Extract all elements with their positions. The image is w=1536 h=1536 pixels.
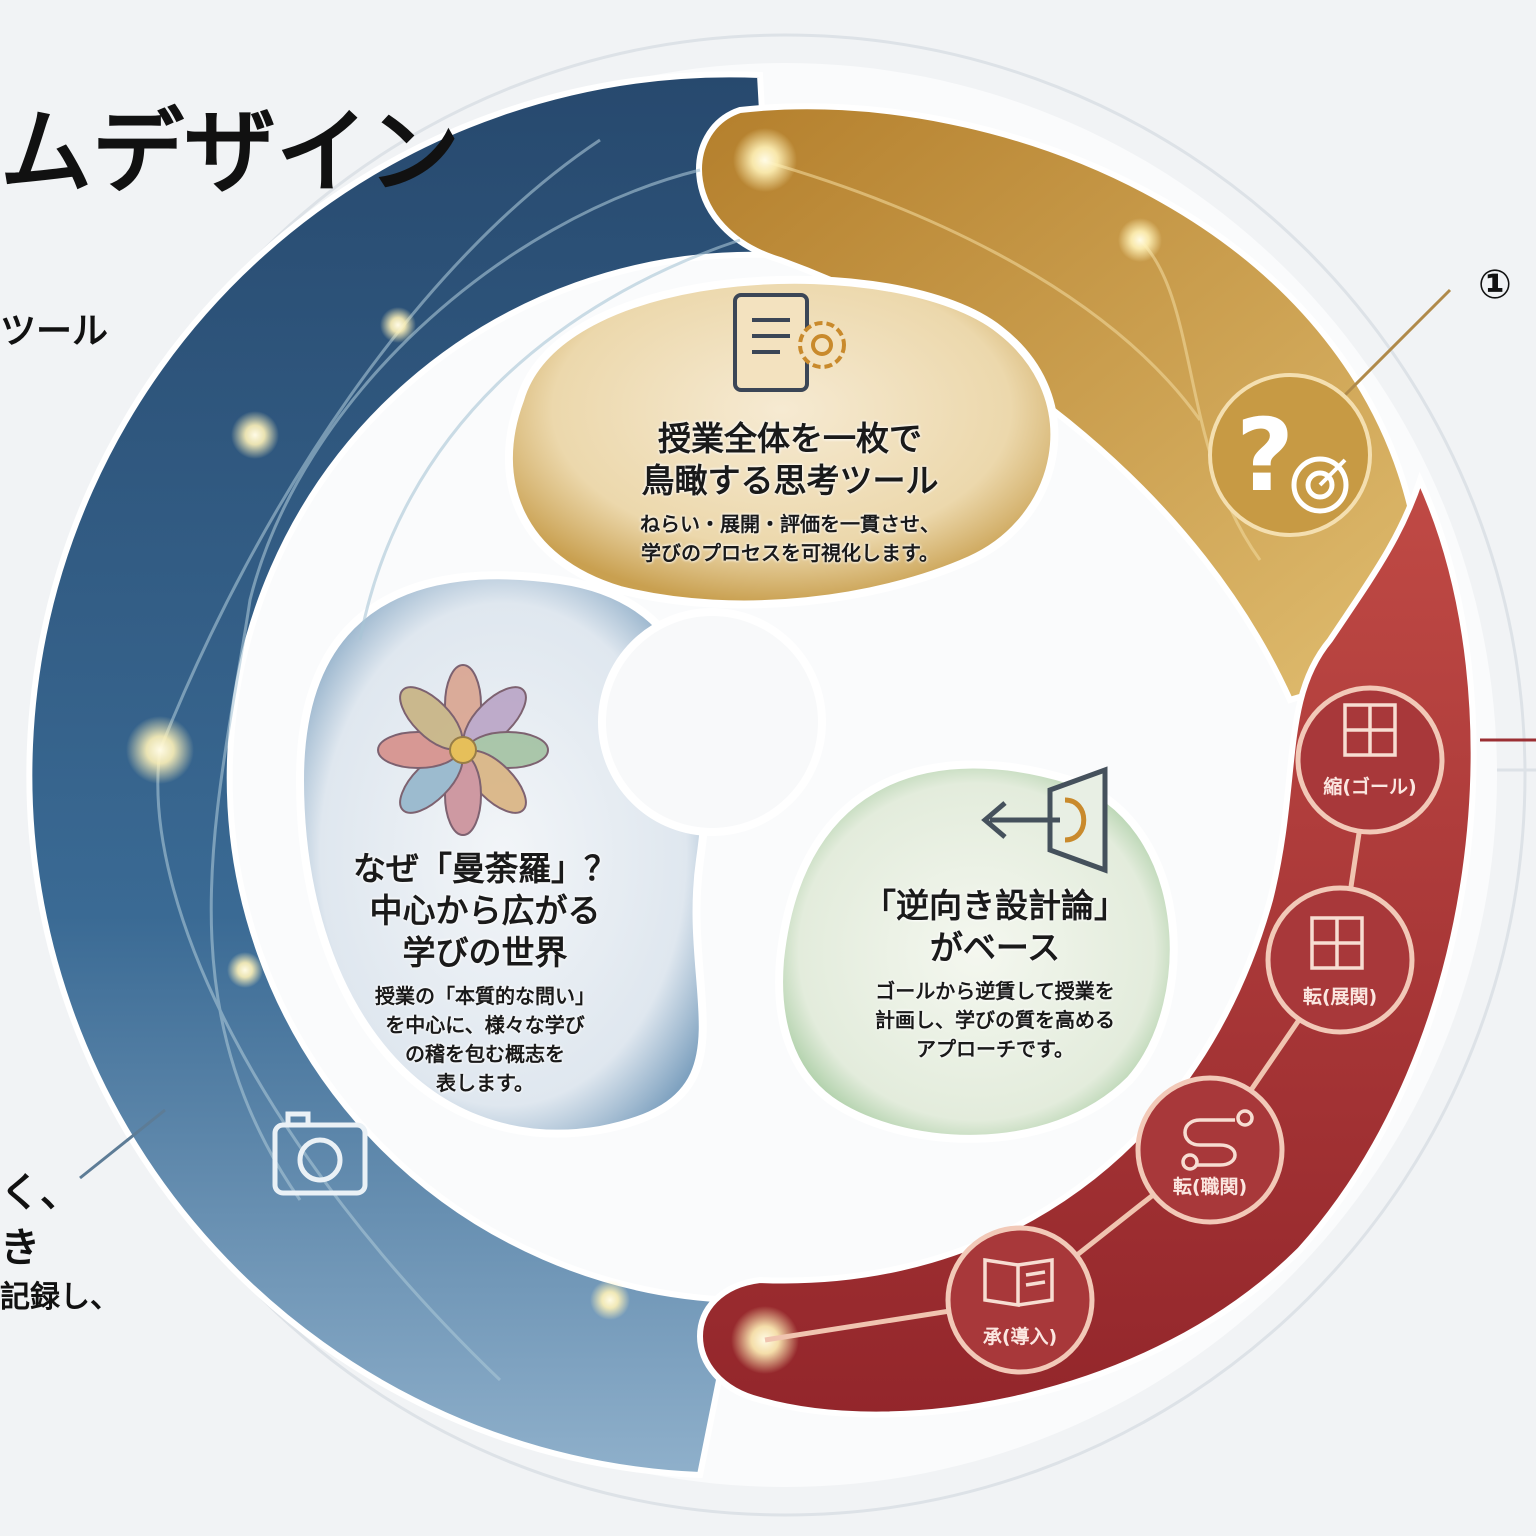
- top-lobe: [504, 275, 1059, 609]
- left-heading-1: なぜ「曼荼羅」？: [353, 849, 617, 888]
- step-label-2: 転(職関): [1172, 1176, 1248, 1198]
- step-label-3: 転(展関): [1302, 986, 1378, 1008]
- right-body-2: 計画し、学びの質を高める: [875, 1008, 1115, 1032]
- left-heading-2: 中心から広がる: [369, 891, 601, 930]
- top-heading-1: 授業全体を一枚で: [658, 419, 922, 458]
- question-target-icon: ?: [1208, 373, 1372, 537]
- step-node-1[interactable]: [945, 1225, 1095, 1375]
- callout-line-3: [79, 1108, 166, 1180]
- glow-dots: [126, 128, 1162, 1374]
- right-heading-1: 「逆向き設計論」: [863, 886, 1127, 925]
- step-label-4: 縮(ゴール): [1323, 776, 1417, 798]
- left-text-line-4: 記録し、: [0, 1280, 120, 1315]
- gold-band: [696, 103, 1423, 704]
- left-text-line-1: ツール: [0, 311, 109, 352]
- top-body-1: ねらい・展開・評価を一貫させ、: [640, 512, 940, 536]
- left-body-1: 授業の「本質的な問い」: [375, 984, 595, 1008]
- page-title: ムデザイン: [0, 99, 461, 206]
- left-body-3: の稽を包む概志を: [405, 1042, 565, 1066]
- red-band: [697, 471, 1477, 1418]
- step-node-4[interactable]: [1295, 685, 1445, 835]
- center-circle: [598, 608, 826, 836]
- step-label-1: 承(導入): [982, 1326, 1058, 1348]
- left-text-line-2: く、: [0, 1170, 80, 1216]
- notebook-gear-icon: [733, 293, 846, 392]
- top-body: ねらい・展開・評価を一貫させ、 学びのプロセスを可視化します。: [580, 510, 1000, 568]
- left-body: 授業の「本質的な問い」 を中心に、様々な学び の稽を包む概志を 表します。: [320, 982, 650, 1098]
- right-body-1: ゴールから逆賃して授業を: [875, 979, 1115, 1003]
- left-text-line-3: き: [0, 1225, 40, 1271]
- right-body: ゴールから逆賃して授業を 計画し、学びの質を高める アプローチです。: [820, 977, 1170, 1064]
- backward-arrow-icon: [981, 766, 1108, 874]
- right-lobe-text: 「逆向き設計論」 がベース ゴールから逆賃して授業を 計画し、学びの質を高める …: [820, 885, 1170, 1064]
- open-book-icon: [983, 1257, 1054, 1308]
- right-body-3: アプローチです。: [916, 1037, 1074, 1061]
- top-lobe-text: 授業全体を一枚で 鳥瞰する思考ツール ねらい・展開・評価を一貫させ、 学びのプロ…: [580, 418, 1000, 568]
- camera-icon: [272, 1111, 368, 1196]
- left-lobe-text: なぜ「曼荼羅」？ 中心から広がる 学びの世界 授業の「本質的な問い」 を中心に、…: [320, 848, 650, 1098]
- blue-band: [26, 71, 774, 1479]
- callout-number: ①: [1478, 262, 1512, 308]
- left-body-2: を中心に、様々な学び: [385, 1013, 585, 1037]
- step-node-2[interactable]: [1135, 1075, 1285, 1225]
- svg-text:?: ?: [1236, 397, 1294, 514]
- top-body-2: 学びのプロセスを可視化します。: [641, 541, 939, 565]
- puzzle-icon: [1343, 703, 1397, 757]
- route-pins-icon: [1181, 1109, 1254, 1171]
- puzzle-icon: [1310, 916, 1364, 970]
- left-heading-3: 学びの世界: [402, 933, 568, 972]
- top-heading-2: 鳥瞰する思考ツール: [641, 461, 939, 500]
- mandala-flower-icon: [377, 664, 549, 836]
- right-heading-2: がベース: [929, 928, 1061, 967]
- left-body-4: 表します。: [436, 1071, 534, 1095]
- step-node-3[interactable]: [1265, 885, 1415, 1035]
- callout-line-1: [1338, 288, 1452, 402]
